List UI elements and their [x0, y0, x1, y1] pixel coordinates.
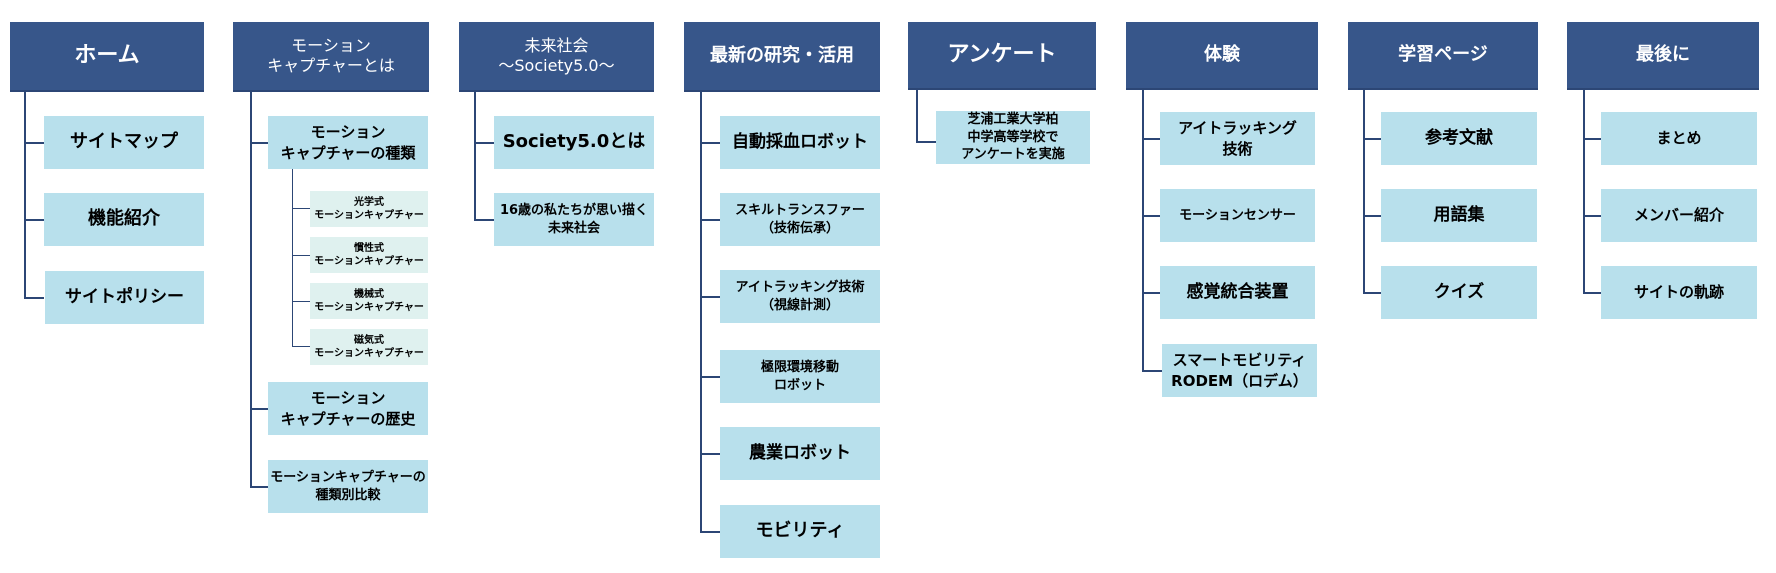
- connector-line: [700, 531, 720, 533]
- experience-item-smart-mobility[interactable]: スマートモビリティ RODEM（ロデム）: [1162, 344, 1317, 397]
- connector-line: [474, 219, 494, 221]
- connector-line: [1363, 292, 1381, 294]
- connector-line: [474, 142, 494, 144]
- connector-line: [250, 408, 268, 410]
- home-item-site-policy[interactable]: サイトポリシー: [45, 271, 204, 324]
- final-item-members[interactable]: メンバー紹介: [1601, 189, 1757, 242]
- mocap-type-mechanical[interactable]: 機械式 モーションキャプチャー: [310, 283, 428, 319]
- research-header[interactable]: 最新の研究・活用: [684, 22, 880, 92]
- experience-header[interactable]: 体験: [1126, 22, 1318, 90]
- society-item-future-vision[interactable]: 16歳の私たちが思い描く 未来社会: [494, 193, 654, 246]
- final-item-summary[interactable]: まとめ: [1601, 112, 1757, 165]
- home-item-features[interactable]: 機能紹介: [44, 193, 204, 246]
- connector-line: [1142, 370, 1162, 372]
- connector-line: [250, 486, 268, 488]
- connector-line: [916, 141, 936, 143]
- learning-item-glossary[interactable]: 用語集: [1381, 189, 1537, 242]
- research-item-agri-robot[interactable]: 農業ロボット: [720, 427, 880, 480]
- mocap-item-history[interactable]: モーション キャプチャーの歴史: [268, 382, 428, 435]
- final-header[interactable]: 最後に: [1567, 22, 1759, 90]
- research-item-eye-tracking[interactable]: アイトラッキング技術 （視線計測）: [720, 270, 880, 323]
- research-item-mobility[interactable]: モビリティ: [720, 505, 880, 558]
- connector-line: [1583, 215, 1601, 217]
- research-item-blood-robot[interactable]: 自動採血ロボット: [720, 116, 880, 169]
- final-item-site-history[interactable]: サイトの軌跡: [1601, 266, 1757, 319]
- experience-item-motion-sensor[interactable]: モーションセンサー: [1160, 189, 1315, 242]
- connector-line: [1142, 138, 1160, 140]
- connector-line: [24, 297, 44, 299]
- home-header[interactable]: ホーム: [10, 22, 204, 92]
- connector-line: [700, 453, 720, 455]
- connector-line: [1363, 138, 1381, 140]
- experience-item-eye-tracking[interactable]: アイトラッキング 技術: [1160, 112, 1315, 165]
- connector-line: [24, 92, 26, 298]
- experience-item-sensory-device[interactable]: 感覚統合装置: [1160, 266, 1315, 319]
- learning-item-quiz[interactable]: クイズ: [1381, 266, 1537, 319]
- connector-line: [1363, 215, 1381, 217]
- connector-line: [700, 219, 720, 221]
- mocap-item-types[interactable]: モーション キャプチャーの種類: [268, 116, 428, 169]
- connector-line: [24, 142, 44, 144]
- society-header[interactable]: 未来社会 〜Society5.0〜: [459, 22, 654, 92]
- connector-line: [1583, 138, 1601, 140]
- learning-item-references[interactable]: 参考文献: [1381, 112, 1537, 165]
- connector-line: [1583, 90, 1585, 294]
- connector-line: [1363, 90, 1365, 294]
- connector-line: [292, 169, 293, 347]
- connector-line: [1583, 292, 1601, 294]
- survey-item-conducted[interactable]: 芝浦工業大学柏 中学高等学校で アンケートを実施: [936, 111, 1090, 164]
- mocap-type-magnetic[interactable]: 磁気式 モーションキャプチャー: [310, 329, 428, 365]
- connector-line: [292, 301, 310, 302]
- learning-header[interactable]: 学習ページ: [1348, 22, 1538, 90]
- connector-line: [1142, 90, 1144, 372]
- home-item-sitemap[interactable]: サイトマップ: [44, 116, 204, 169]
- connector-line: [700, 142, 720, 144]
- connector-line: [250, 92, 252, 487]
- society-item-about[interactable]: Society5.0とは: [494, 116, 654, 169]
- mocap-type-inertial[interactable]: 慣性式 モーションキャプチャー: [310, 237, 428, 273]
- research-item-extreme-robot[interactable]: 極限環境移動 ロボット: [720, 350, 880, 403]
- connector-line: [916, 90, 918, 143]
- connector-line: [1142, 292, 1160, 294]
- connector-line: [700, 92, 702, 533]
- connector-line: [700, 296, 720, 298]
- connector-line: [1142, 215, 1160, 217]
- mocap-item-comparison[interactable]: モーションキャプチャーの 種類別比較: [268, 460, 428, 513]
- connector-line: [292, 346, 310, 347]
- mocap-type-optical[interactable]: 光学式 モーションキャプチャー: [310, 191, 428, 227]
- connector-line: [292, 255, 310, 256]
- connector-line: [700, 376, 720, 378]
- survey-header[interactable]: アンケート: [908, 22, 1096, 90]
- connector-line: [24, 219, 44, 221]
- connector-line: [474, 92, 476, 221]
- connector-line: [292, 208, 310, 209]
- research-item-skill-transfer[interactable]: スキルトランスファー （技術伝承）: [720, 193, 880, 246]
- connector-line: [250, 142, 268, 144]
- mocap-header[interactable]: モーション キャプチャーとは: [233, 22, 429, 92]
